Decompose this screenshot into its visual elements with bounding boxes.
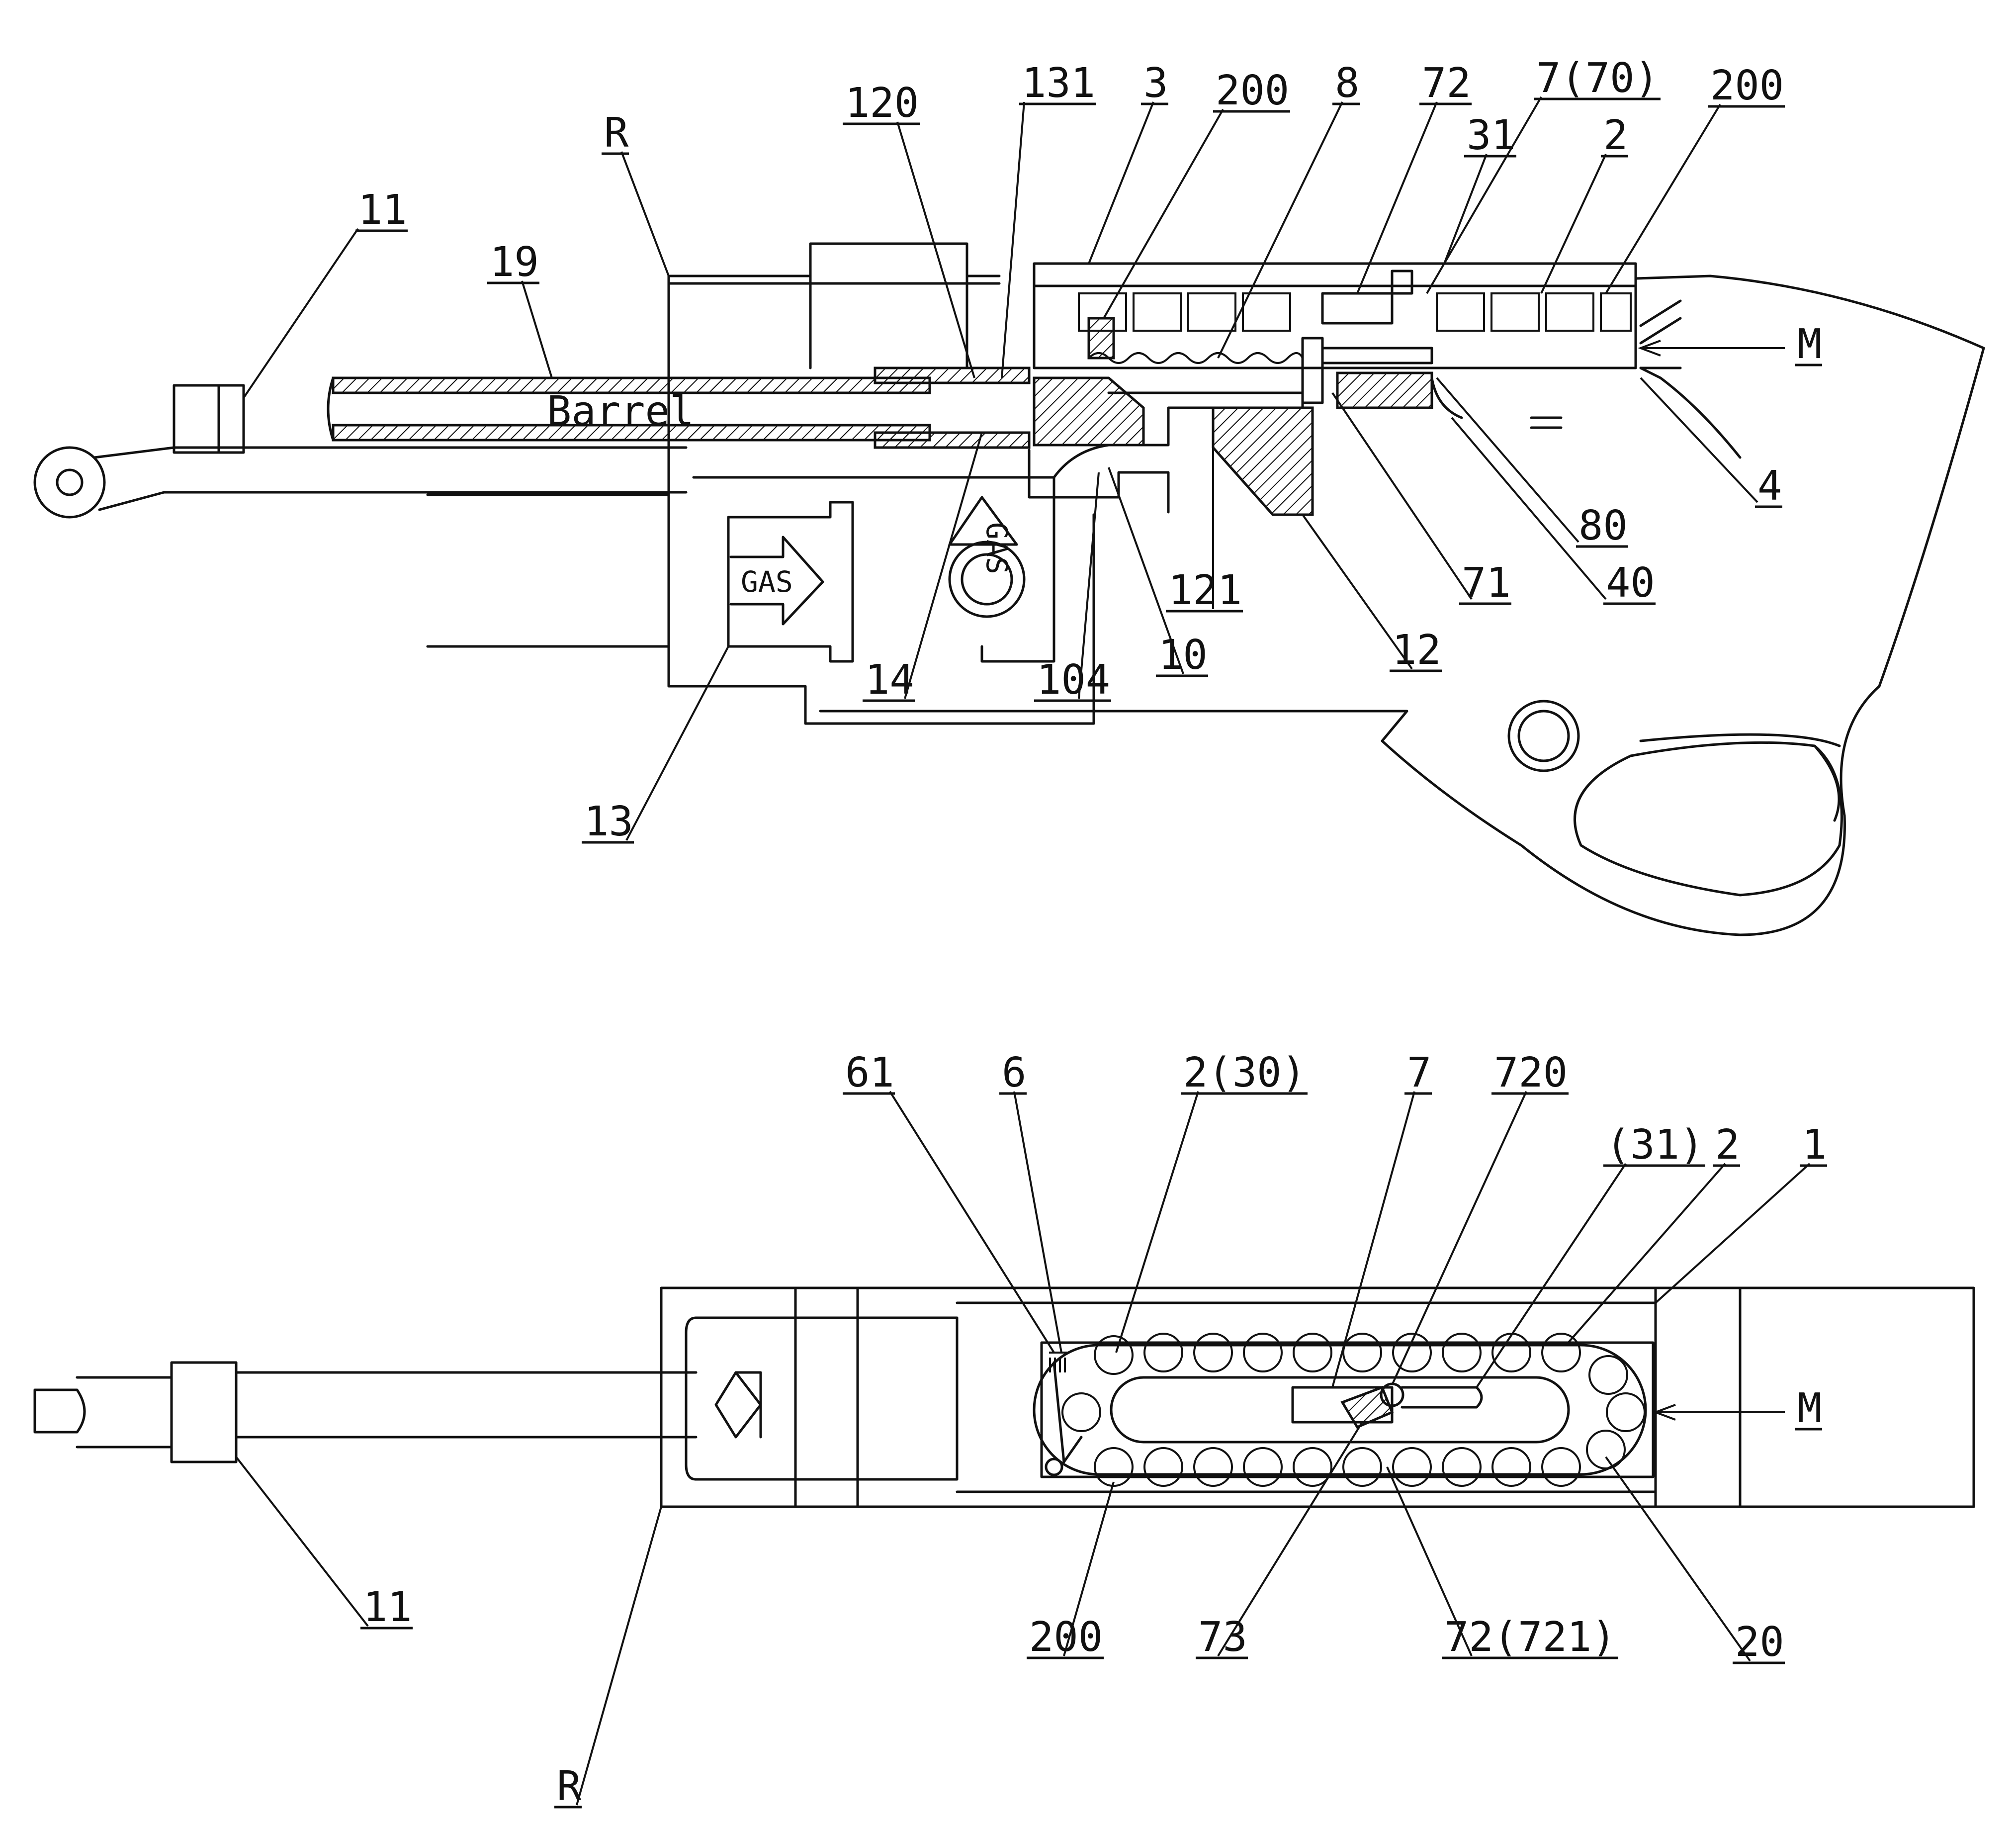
leader-lines xyxy=(236,97,1810,1805)
label-l131: 131 xyxy=(1022,60,1095,107)
label-l80: 80 xyxy=(1578,502,1628,549)
label-l2a: 2 xyxy=(1603,112,1628,159)
label-l_31: (31) xyxy=(1606,1121,1704,1169)
barrel-plan xyxy=(35,1390,85,1432)
label-l720: 720 xyxy=(1494,1049,1568,1096)
follower-72 xyxy=(1322,293,1392,323)
sear xyxy=(1213,408,1313,515)
label-l200c: 200 xyxy=(1029,1614,1103,1661)
label-l72a: 72 xyxy=(1422,60,1471,107)
label-l121: 121 xyxy=(1168,567,1242,614)
label-l200b: 200 xyxy=(1710,62,1784,109)
label-l40: 40 xyxy=(1606,559,1655,607)
spring-6 xyxy=(1054,1363,1081,1462)
label-l7_70: 7(70) xyxy=(1536,55,1659,102)
label-l6: 6 xyxy=(1002,1049,1026,1096)
bolt-head xyxy=(1034,378,1143,445)
label-l10: 10 xyxy=(1158,632,1208,679)
label-l3: 3 xyxy=(1143,60,1168,107)
cartridge-loop xyxy=(1034,1345,1646,1474)
label-lR1: R xyxy=(604,109,629,157)
label-l72_721: 72(721) xyxy=(1444,1614,1616,1661)
spring xyxy=(1089,353,1303,363)
label-l11b: 11 xyxy=(363,1584,412,1631)
label-l73: 73 xyxy=(1198,1614,1247,1661)
label-l200a: 200 xyxy=(1216,67,1289,114)
gas-text: GAS xyxy=(741,565,793,599)
label-lM2: M xyxy=(1797,1385,1822,1432)
label-l61: 61 xyxy=(845,1049,894,1096)
trigger-guard xyxy=(1575,742,1842,895)
gas-vertical-text: GAS xyxy=(980,522,1014,574)
handle-strap xyxy=(94,448,686,510)
slide-40 xyxy=(1337,373,1432,408)
label-l7: 7 xyxy=(1407,1049,1431,1096)
front-sight-block xyxy=(174,385,244,453)
label-l14: 14 xyxy=(865,656,914,704)
label-l2_30: 2(30) xyxy=(1183,1049,1306,1096)
front-sight-plan xyxy=(172,1363,236,1462)
label-l12: 12 xyxy=(1392,627,1441,674)
label-l71: 71 xyxy=(1462,559,1511,607)
label-lM1: M xyxy=(1797,321,1822,368)
label-l120: 120 xyxy=(845,80,919,127)
gas-piston-housing xyxy=(428,495,669,646)
label-l11a: 11 xyxy=(358,186,407,234)
magazine-cells xyxy=(1079,293,1631,331)
label-l8: 8 xyxy=(1335,60,1359,107)
top-plan-view xyxy=(35,1288,1974,1507)
label-l31: 31 xyxy=(1467,112,1516,159)
label-lR2: R xyxy=(557,1763,582,1810)
muzzle-eye-hole xyxy=(57,470,82,495)
label-l2b: 2 xyxy=(1715,1121,1740,1169)
labels-bottom: 61 6 2(30) 7 720 (31)2 1M 11 200 73 72(721) 20R xyxy=(360,1049,1827,1810)
label-l104: 104 xyxy=(1037,656,1110,704)
label-l4: 4 xyxy=(1757,462,1782,510)
label-l1: 1 xyxy=(1802,1121,1827,1169)
label-l13: 13 xyxy=(584,798,633,845)
spring-coil xyxy=(1089,318,1114,358)
label-l19: 19 xyxy=(490,239,539,286)
label-l20: 20 xyxy=(1735,1619,1784,1666)
barrel-text: Barrel xyxy=(547,388,694,435)
bolt-curve xyxy=(1054,445,1109,477)
